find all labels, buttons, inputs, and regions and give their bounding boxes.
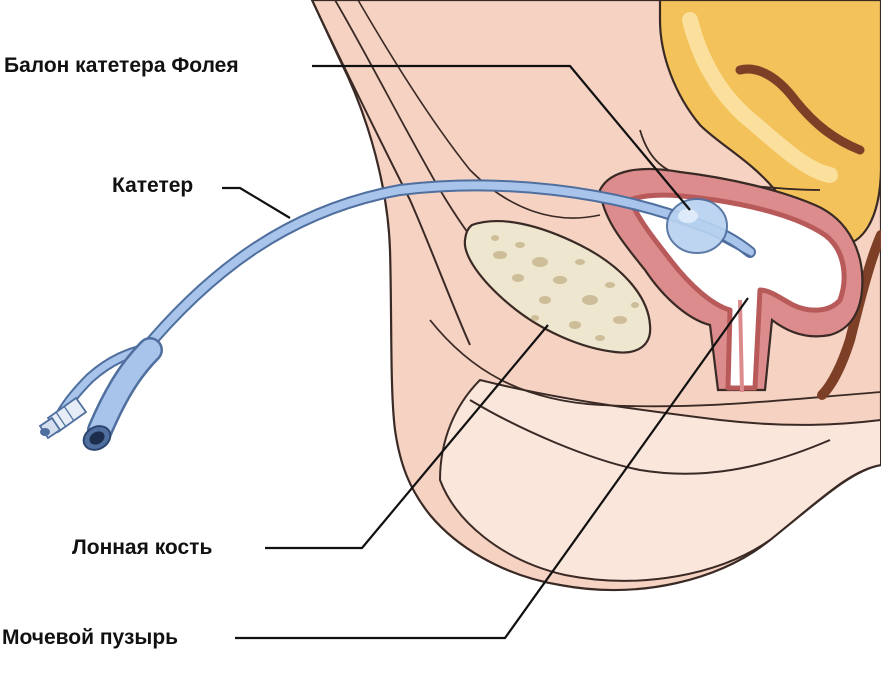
label-bladder: Мочевой пузырь: [2, 626, 179, 649]
leader-catheter: [222, 186, 291, 219]
pelvic-floor-tissue: [438, 378, 881, 582]
drainage-port-inner: [89, 431, 105, 445]
urethra: [738, 299, 744, 393]
foley-balloon-highlight: [678, 209, 698, 223]
leader-lines: [222, 64, 749, 640]
label-pubic-bone: Лонная кость: [72, 536, 213, 559]
inflation-valve-icon: [38, 396, 88, 440]
leader-bladder: [235, 297, 749, 640]
catheter-tip: [719, 239, 753, 258]
abdominal-wall-outer: [311, 0, 471, 346]
abdominal-wall-band: [357, 0, 601, 219]
label-catheter: Катетер: [112, 174, 194, 197]
foley-balloon: [666, 198, 728, 254]
lower-contour: [429, 319, 881, 408]
leader-balloon: [312, 64, 691, 211]
uterus-highlight: [682, 12, 838, 183]
perineal-fold: [469, 399, 831, 475]
pubic-bone: [463, 219, 652, 354]
catheter-drain: [89, 339, 161, 441]
label-foley-balloon: Балон катетера Фолея: [4, 54, 239, 77]
pubic-bone-texture: [491, 235, 639, 341]
rectum-band: [817, 230, 881, 400]
uterine-cavity: [735, 64, 865, 155]
leader-pubic-bone: [265, 324, 549, 550]
